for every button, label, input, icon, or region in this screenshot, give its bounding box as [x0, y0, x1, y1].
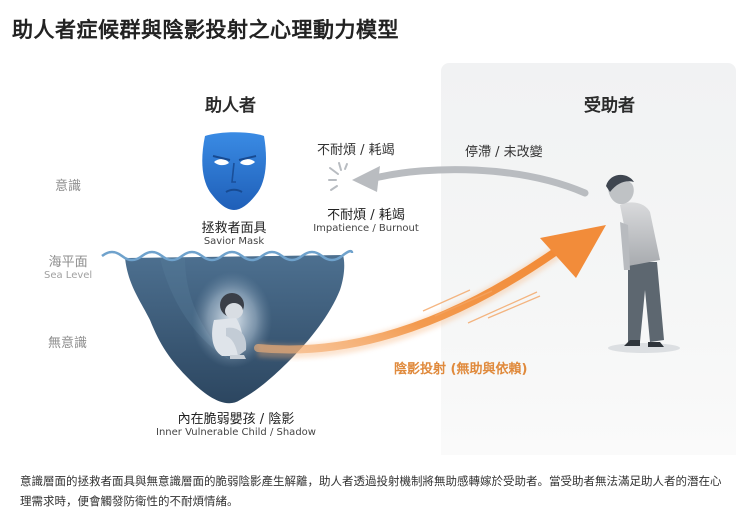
mask-label-zh: 拯救者面具 — [201, 221, 267, 236]
return-arrow — [352, 166, 589, 197]
impatience-top-label: 不耐煩 / 耗竭 — [317, 143, 395, 158]
projection-arrow — [254, 225, 606, 359]
inner-child-label-zh: 內在脆弱嬰孩 / 陰影 — [177, 412, 295, 427]
level-sea-zh: 海平面 — [48, 255, 88, 270]
level-conscious: 意識 — [55, 179, 82, 194]
stagnation-label: 停滯 / 未改變 — [465, 145, 543, 160]
inner-child-label-en: Inner Vulnerable Child / Shadow — [156, 427, 316, 438]
level-sea: 海平面 Sea Level — [44, 251, 92, 281]
helper-heading: 助人者 — [205, 96, 256, 116]
level-unconscious: 無意識 — [48, 336, 88, 351]
mask-caption: 拯救者面具 Savior Mask — [184, 217, 284, 247]
mask-label-en: Savior Mask — [203, 236, 265, 247]
impatience-caption: 不耐煩 / 耗竭 Impatience / Burnout — [304, 204, 428, 234]
recipient-heading: 受助者 — [584, 96, 635, 116]
impatience-label-en: Impatience / Burnout — [313, 223, 419, 234]
page-title: 助人者症候群與陰影投射之心理動力模型 — [12, 18, 399, 42]
level-sea-en: Sea Level — [44, 270, 93, 281]
burst-icon — [328, 162, 348, 191]
footer-description: 意識層面的拯救者面具與無意識層面的脆弱陰影產生解離，助人者透過投射機制將無助感轉… — [20, 474, 722, 508]
savior-mask-icon — [202, 132, 266, 210]
projection-label: 陰影投射 (無助與依賴) — [394, 362, 528, 377]
impatience-label-zh: 不耐煩 / 耗竭 — [327, 208, 405, 223]
inner-child-figure — [212, 293, 247, 359]
inner-child-caption: 內在脆弱嬰孩 / 陰影 Inner Vulnerable Child / Sha… — [148, 408, 324, 438]
recipient-figure — [606, 174, 680, 353]
recipient-panel — [441, 63, 736, 455]
